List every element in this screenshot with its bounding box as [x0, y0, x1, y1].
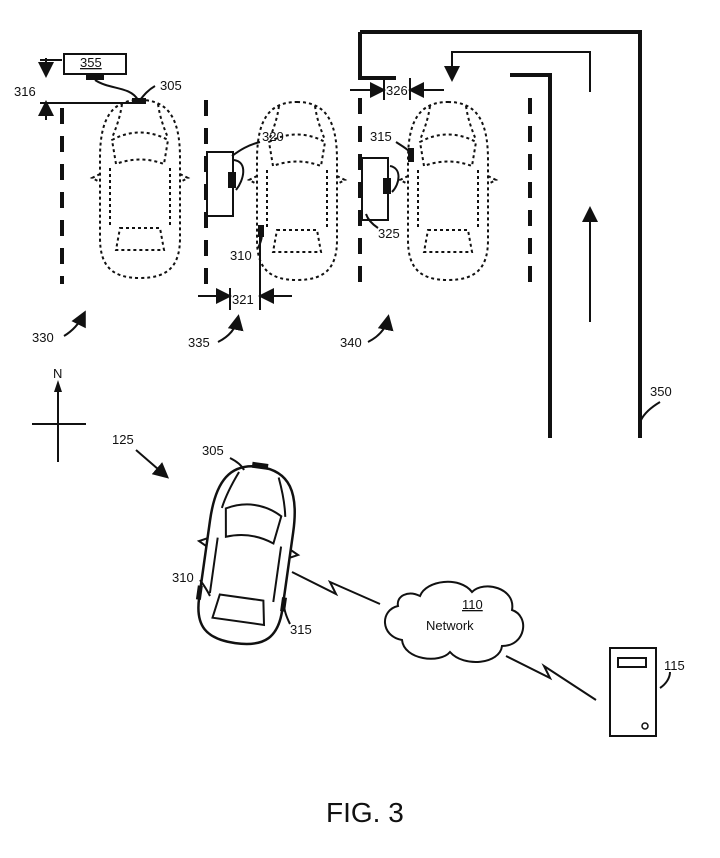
ref-355: 355	[80, 55, 102, 70]
ref-330: 330	[32, 330, 54, 345]
sensor-310-top	[258, 225, 264, 237]
parked-vehicle-340	[399, 101, 497, 281]
ref-315-top: 315	[370, 129, 392, 144]
road-boundary-left	[358, 32, 396, 80]
ref-321: 321	[232, 292, 254, 307]
ref-325: 325	[378, 226, 400, 241]
flow-arrow-turn	[444, 51, 591, 92]
wireless-link-vehicle	[291, 571, 381, 605]
vehicle-125	[195, 461, 301, 646]
sensor-mount	[86, 74, 104, 80]
ref-340: 340	[340, 335, 362, 350]
ref-310-top: 310	[230, 248, 252, 263]
ref-320: 320	[262, 129, 284, 144]
parked-vehicle-330	[91, 99, 189, 279]
sensor-315-top	[408, 148, 414, 162]
network-label: Network	[426, 618, 474, 633]
wireless-link-server	[505, 655, 597, 701]
ref-110: 110	[462, 597, 483, 612]
network-cloud	[384, 580, 525, 664]
ref-305-top: 305	[160, 78, 182, 93]
ref-310-bottom: 310	[172, 570, 194, 585]
ref-350: 350	[650, 384, 672, 399]
ref-305-bottom: 305	[202, 443, 224, 458]
ref-316: 316	[14, 84, 36, 99]
ref-326: 326	[386, 83, 408, 98]
road-boundary-inner	[510, 73, 552, 438]
ref-125: 125	[112, 432, 134, 447]
sensor-cable	[94, 79, 139, 101]
ref-115: 115	[664, 658, 685, 673]
sensor-305-top	[132, 98, 146, 104]
compass-north-label: N	[53, 366, 62, 381]
ref-315-bottom: 315	[290, 622, 312, 637]
figure-caption: FIG. 3	[326, 797, 404, 828]
ref-335: 335	[188, 335, 210, 350]
road-boundary-outer	[360, 30, 642, 438]
